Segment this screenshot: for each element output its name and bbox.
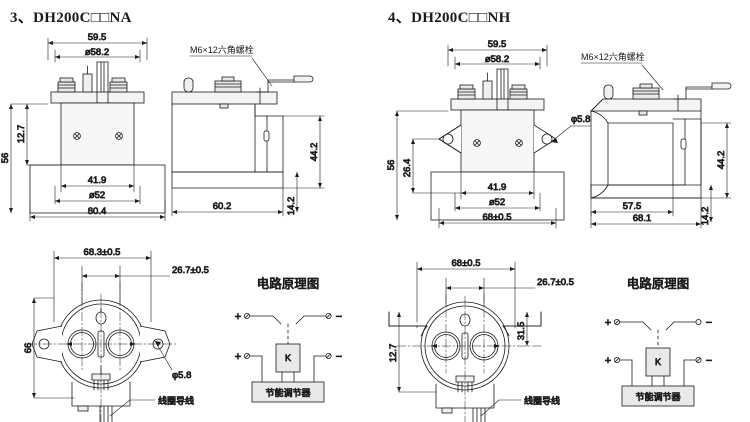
dim-14-2 xyxy=(295,171,299,213)
terminal-plus-top-4: + xyxy=(605,317,611,329)
dim-label-57-5: 57.5 xyxy=(623,201,642,212)
dim-label-66: 66 xyxy=(23,343,34,354)
dim-label-31-5: 31.5 xyxy=(516,322,527,341)
dim-label-56: 56 xyxy=(0,153,11,164)
dim-label-d52: ø52 xyxy=(89,190,105,201)
figure-4-title: 4、DH200C□□NH xyxy=(388,10,511,26)
dim-label-68-1: 68.1 xyxy=(633,213,652,224)
terminal-plus-bottom-3: + xyxy=(235,351,241,363)
figure-3-drawing-panel: 59.5 ø58.2 xyxy=(0,26,375,422)
coil-label-3: K xyxy=(285,353,291,363)
dim-label-d5-8: φ5.8 xyxy=(172,370,191,381)
dim-label-59-5: 59.5 xyxy=(88,32,107,43)
dim-label-41-9: 41.9 xyxy=(88,175,107,186)
dim-label-44-2: 44.2 xyxy=(309,143,320,162)
dim-label-12-7-b: 12.7 xyxy=(388,344,399,363)
dim-label-60-2: 60.2 xyxy=(213,201,232,212)
dim-12-7 xyxy=(25,103,62,166)
dim-label-41-9-b: 41.9 xyxy=(488,182,507,193)
dim-label-26-7-b: 26.7±0.5 xyxy=(537,277,574,288)
leader-coil-wire xyxy=(109,399,156,417)
dim-68-bottom xyxy=(416,261,516,329)
dim-14-2-b xyxy=(709,184,713,223)
dim-label-d58-2-b: ø58.2 xyxy=(485,54,509,65)
terminal-minus-bottom-4: − xyxy=(706,355,712,367)
dim-label-56-b: 56 xyxy=(386,160,397,171)
dim-d58-2-b xyxy=(454,56,541,70)
body-screw-left-b xyxy=(473,139,481,147)
terminal-minus-top-3: − xyxy=(336,311,342,323)
dim-label-12-7: 12.7 xyxy=(16,125,27,144)
dim-56-b xyxy=(395,110,449,221)
leader-d5-8-b xyxy=(550,125,591,143)
terminal-minus-bottom-3: − xyxy=(336,351,342,363)
callout-coil-wire-b: 线圈导线 xyxy=(524,395,560,406)
schematic-group-4 xyxy=(613,318,702,407)
dim-26-4 xyxy=(411,138,462,194)
dim-label-80-4: 80.4 xyxy=(88,206,107,217)
dim-d58-2 xyxy=(54,49,141,63)
dim-57-5 xyxy=(590,184,674,217)
dim-41-9 xyxy=(60,164,135,193)
callout-hex-bolt-4: M6×12六角螺栓 xyxy=(581,51,645,62)
dim-label-d5-8-b: φ5.8 xyxy=(571,114,590,125)
figure-3-svg: 59.5 ø58.2 xyxy=(0,32,343,422)
dim-60-2 xyxy=(171,187,284,217)
dim-d52-b xyxy=(454,192,541,212)
dim-label-68-bottom: 68±0.5 xyxy=(452,258,481,269)
dim-59-5-b xyxy=(447,44,548,67)
dim-label-68-3: 68.3±0.5 xyxy=(84,247,121,258)
dim-label-d58-2: ø58.2 xyxy=(85,47,109,58)
dim-label-68-b: 68±0.5 xyxy=(483,212,512,223)
dim-12-7-b xyxy=(397,311,437,393)
dim-41-9-b xyxy=(460,171,535,200)
leader-d5-8 xyxy=(154,340,173,371)
dim-68-b xyxy=(438,207,557,229)
callout-hex-bolt-3: M6×12六角螺栓 xyxy=(190,44,254,55)
body-screw-right xyxy=(115,132,123,140)
dim-66 xyxy=(32,297,75,399)
dim-31-5 xyxy=(525,311,529,347)
dim-label-26-4: 26.4 xyxy=(402,159,413,178)
body-screw-right-b xyxy=(515,139,523,147)
controller-label-4: 节能调节器 xyxy=(635,391,680,402)
leader-coil-wire-b xyxy=(480,399,522,417)
schematic-group-3 xyxy=(243,312,332,403)
dim-44-2 xyxy=(282,115,325,189)
dim-label-14-2: 14.2 xyxy=(286,197,297,216)
dim-44-2-b xyxy=(700,122,732,199)
controller-label-3: 节能调节器 xyxy=(265,387,310,398)
dim-68-1 xyxy=(590,197,702,229)
dim-d52 xyxy=(54,185,141,205)
schematic-title-4: 电路原理图 xyxy=(627,276,690,291)
dim-label-26-7: 26.7±0.5 xyxy=(172,265,209,276)
schematic-title-3: 电路原理图 xyxy=(257,276,320,291)
dim-label-44-2-b: 44.2 xyxy=(716,151,727,170)
body-screw-left xyxy=(73,132,81,140)
dim-68-3 xyxy=(53,250,152,323)
dim-59-5 xyxy=(47,37,148,61)
figure-4-svg: 59.5 ø58.2 xyxy=(386,39,732,422)
dim-80-4 xyxy=(29,200,166,222)
callout-coil-wire: 线圈导线 xyxy=(158,395,194,406)
dim-label-59-5-b: 59.5 xyxy=(488,39,507,50)
terminal-plus-bottom-4: + xyxy=(605,355,611,367)
dim-label-d52-b: ø52 xyxy=(489,197,505,208)
terminal-minus-top-4: − xyxy=(706,317,712,329)
terminal-plus-top-3: + xyxy=(235,311,241,323)
dim-label-14-2-b: 14.2 xyxy=(700,207,711,226)
coil-label-4: K xyxy=(655,357,661,367)
figure-3-title: 3、DH200C□□NA xyxy=(10,10,132,26)
dim-56 xyxy=(9,103,49,214)
figure-4-drawing-panel: 59.5 ø58.2 xyxy=(375,26,750,422)
